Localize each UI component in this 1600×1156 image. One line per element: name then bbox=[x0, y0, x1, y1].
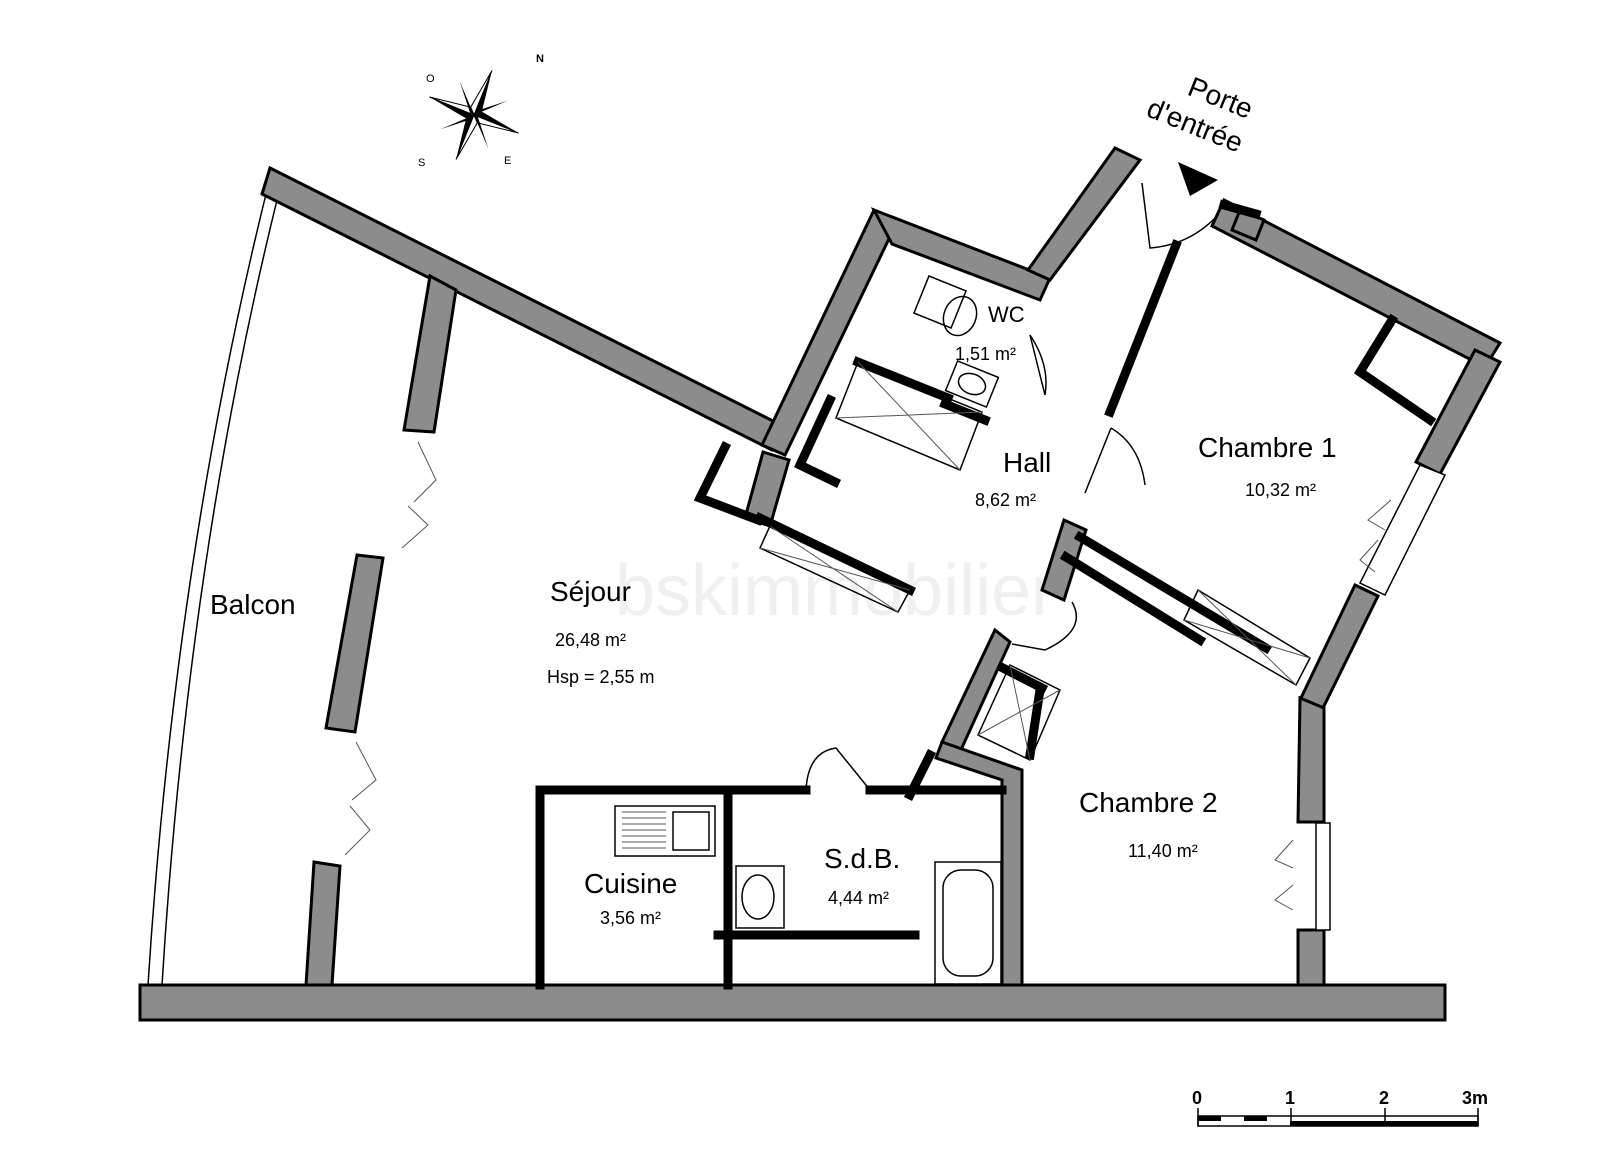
sdb-area: 4,44 m² bbox=[828, 888, 889, 908]
windows bbox=[344, 441, 1447, 931]
bathroom-sink-icon bbox=[735, 865, 785, 929]
bathtub-icon bbox=[934, 861, 1002, 985]
toilet-icon bbox=[912, 274, 978, 337]
hall-name: Hall bbox=[1003, 447, 1051, 478]
balcony bbox=[147, 185, 318, 986]
fixtures bbox=[614, 274, 1002, 985]
cuisine-name: Cuisine bbox=[584, 868, 677, 899]
chambre2-name: Chambre 2 bbox=[1079, 787, 1218, 818]
scale-label-3m: 3m bbox=[1462, 1088, 1488, 1108]
sejour-height: Hsp = 2,55 m bbox=[547, 667, 655, 687]
watermark: bskimmobilier bbox=[615, 551, 1055, 631]
scale-label-0: 0 bbox=[1192, 1088, 1202, 1108]
wc-name: WC bbox=[988, 302, 1025, 327]
sdb-name: S.d.B. bbox=[824, 843, 900, 874]
entrance-label: Porte d'entrée bbox=[1143, 71, 1258, 159]
closets bbox=[759, 361, 1311, 762]
kitchen-sink-icon bbox=[614, 805, 716, 857]
compass-e: E bbox=[504, 155, 511, 167]
hall-area: 8,62 m² bbox=[975, 490, 1036, 510]
compass-s: S bbox=[418, 157, 425, 169]
scale-label-1: 1 bbox=[1285, 1088, 1295, 1108]
wc-sink-icon bbox=[944, 359, 1000, 409]
chambre2-area: 11,40 m² bbox=[1128, 841, 1198, 861]
cuisine-area: 3,56 m² bbox=[600, 908, 661, 928]
compass-o: O bbox=[426, 73, 435, 85]
doors bbox=[805, 182, 1219, 791]
entrance-arrow-icon bbox=[1178, 162, 1218, 196]
wc-area: 1,51 m² bbox=[955, 344, 1016, 364]
sejour-area: 26,48 m² bbox=[555, 630, 626, 650]
sejour-name: Séjour bbox=[550, 576, 631, 607]
chambre1-name: Chambre 1 bbox=[1198, 432, 1337, 463]
scale-label-2: 2 bbox=[1379, 1088, 1389, 1108]
compass-rose bbox=[429, 70, 519, 160]
scale-bar: 0 1 2 3m bbox=[1192, 1088, 1488, 1127]
compass-n: N bbox=[536, 53, 544, 65]
chambre1-area: 10,32 m² bbox=[1245, 480, 1316, 500]
balcon-name: Balcon bbox=[210, 589, 296, 620]
